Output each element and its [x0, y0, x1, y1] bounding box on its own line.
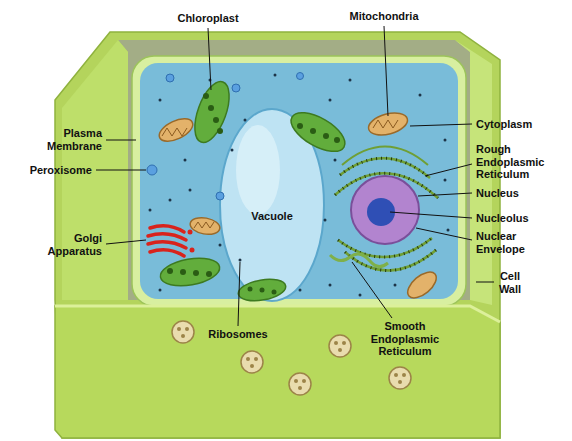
vacuole-highlight: [236, 125, 280, 215]
part-label: Smooth Endoplasmic Reticulum: [365, 320, 445, 358]
wall-rim: [55, 306, 500, 322]
part-label: Nucleus: [476, 187, 556, 200]
ribosomes: [149, 74, 450, 297]
part-label: Vacuole: [237, 210, 307, 223]
part-label: Mitochondria: [339, 10, 429, 23]
part-label: Peroxisome: [12, 164, 92, 177]
peroxisomes: [147, 73, 304, 201]
part-label: Nuclear Envelope: [476, 230, 540, 255]
rough-er: [335, 147, 438, 271]
part-label: Chloroplast: [163, 12, 253, 25]
chloroplasts: [158, 77, 351, 304]
golgi-vesicles: [188, 230, 195, 253]
part-label: Cytoplasm: [476, 118, 556, 131]
part-label: Nucleolus: [476, 212, 556, 225]
cell-wall-front: [55, 306, 500, 438]
wall-interior: [118, 40, 470, 300]
part-label: Rough Endoplasmic Reticulum: [476, 143, 556, 181]
part-label: Ribosomes: [198, 328, 278, 341]
plasmodesmata: [172, 321, 411, 395]
leader-lines: [96, 26, 494, 326]
cell-wall-block: [55, 32, 500, 438]
part-label: Cell Wall: [492, 270, 528, 295]
mitochondria-cristae: [162, 120, 398, 228]
mitochondria: [156, 109, 441, 303]
nucleus: [351, 176, 419, 244]
part-label: Plasma Membrane: [38, 127, 102, 152]
smooth-er: [330, 254, 388, 267]
golgi-apparatus: [148, 226, 186, 256]
part-label: Golgi Apparatus: [40, 232, 102, 257]
plasma-membrane: [132, 56, 466, 306]
